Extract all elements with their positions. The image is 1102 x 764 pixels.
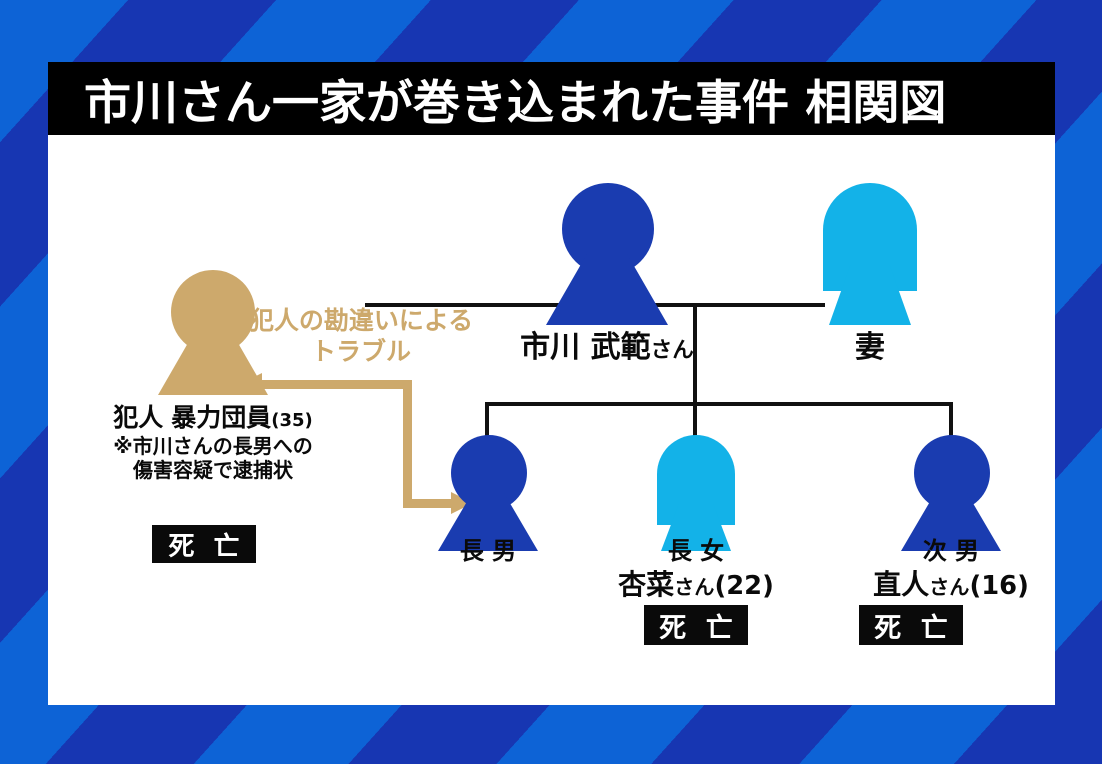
eldest-daughter-role: 長 女 — [667, 537, 725, 565]
figure-father — [546, 183, 668, 325]
badge-suspect-text: 死 亡 — [168, 531, 245, 562]
suspect-desc: 暴力団員 — [171, 403, 272, 432]
figure-second-son — [901, 435, 1001, 551]
eldest-son-role: 長 男 — [459, 537, 517, 565]
badge-suspect-status: 死 亡 — [152, 525, 256, 563]
drop-line-second-son — [949, 402, 953, 440]
suspect-role: 犯人 — [113, 403, 164, 432]
suspect-role-line: 犯人 暴力団員(35) — [73, 403, 353, 433]
eldest-daughter-name-line: 杏菜さん(22) — [606, 568, 786, 601]
drop-line-eldest-daughter — [693, 402, 697, 440]
figure-eldest-daughter — [653, 435, 739, 551]
eldest-daughter-honorific: さん — [674, 575, 715, 600]
suspect-body — [158, 332, 268, 395]
relation-arrow-vertical-segment — [403, 380, 412, 508]
suspect-age: (35) — [271, 410, 313, 431]
relation-arrow-top-segment — [260, 380, 412, 389]
label-mother: 妻 — [770, 330, 970, 365]
label-eldest-daughter: 長 女 杏菜さん(22) — [606, 537, 786, 602]
relation-label: 犯人の勘違いによる トラブル — [236, 305, 486, 368]
diagram-panel: 犯人の勘違いによる トラブル 犯人 暴力団員(35) ※市川さんの長男への 傷害… — [48, 135, 1055, 705]
label-father: 市川 武範さん — [457, 330, 757, 365]
suspect-note-line1: ※市川さんの長男への — [113, 434, 313, 459]
page-title: 市川さん一家が巻き込まれた事件 相関図 — [84, 76, 947, 131]
badge-second-son-status: 死 亡 — [859, 605, 963, 645]
father-body — [546, 253, 668, 325]
marriage-drop-line — [693, 303, 697, 406]
second-son-name: 直人 — [873, 568, 930, 602]
second-son-role: 次 男 — [922, 537, 980, 565]
badge-second-son-text: 死 亡 — [874, 612, 953, 644]
figure-eldest-son — [438, 435, 538, 551]
second-son-name-line: 直人さん(16) — [861, 568, 1041, 601]
father-honorific: さん — [650, 338, 694, 363]
sibling-bar — [485, 402, 953, 406]
drop-line-eldest-son — [485, 402, 489, 440]
relation-arrow-bottom-segment — [403, 499, 451, 508]
figure-mother — [819, 183, 921, 325]
suspect-note-line2: 傷害容疑で逮捕状 — [133, 457, 293, 482]
label-second-son: 次 男 直人さん(16) — [861, 537, 1041, 602]
father-name: 市川 武範 — [520, 330, 651, 365]
badge-eldest-daughter-status: 死 亡 — [644, 605, 748, 645]
badge-eldest-daughter-text: 死 亡 — [659, 612, 738, 644]
relation-label-line2: トラブル — [310, 337, 411, 367]
label-eldest-son: 長 男 — [398, 537, 578, 565]
figure-suspect — [158, 270, 268, 395]
second-son-honorific: さん — [929, 575, 970, 600]
title-bar: 市川さん一家が巻き込まれた事件 相関図 — [48, 62, 1055, 135]
mother-name: 妻 — [855, 330, 885, 365]
second-son-age: (16) — [969, 571, 1029, 602]
relation-label-line1: 犯人の勘違いによる — [248, 306, 474, 335]
eldest-daughter-age: (22) — [714, 571, 774, 602]
eldest-daughter-name: 杏菜 — [618, 568, 675, 602]
label-suspect: 犯人 暴力団員(35) ※市川さんの長男への 傷害容疑で逮捕状 — [73, 403, 353, 482]
